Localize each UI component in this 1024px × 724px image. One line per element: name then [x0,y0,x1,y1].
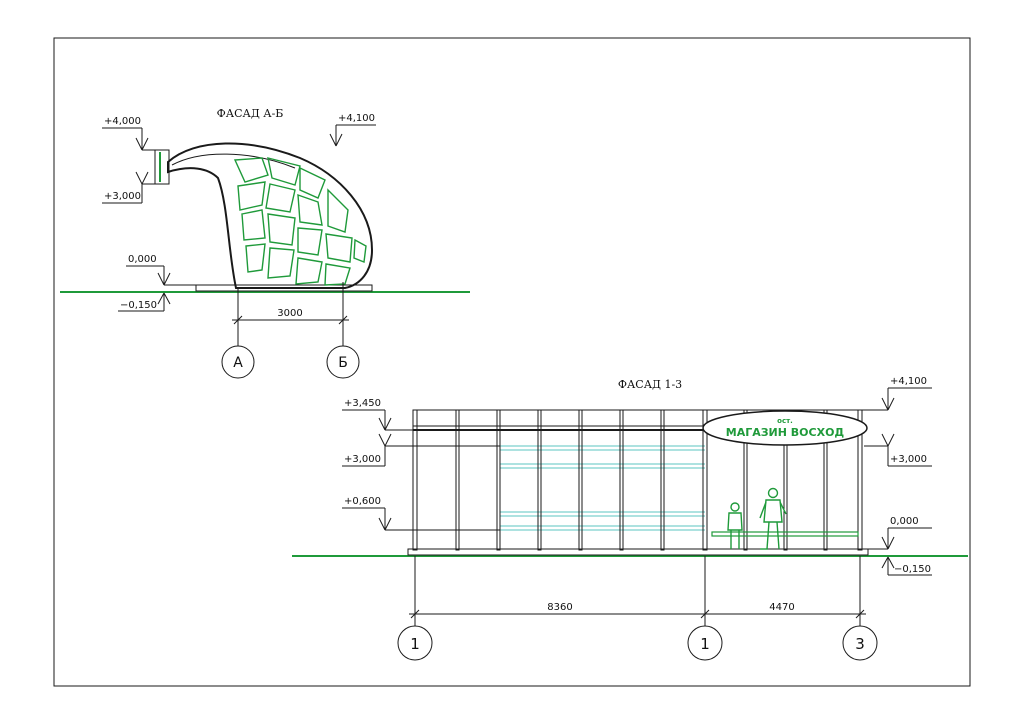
bench [711,531,859,537]
level-mark-3000-left: +3,000 [342,433,413,467]
axis-bubble-3 [842,625,878,661]
level-mark-3000: +3,000 [102,171,155,204]
axis-label-1: 1 [410,635,420,653]
facade-ab-foundation [195,284,373,292]
level-3000-left-label: +3,000 [344,454,381,465]
level-4100-label: +4,100 [338,113,375,124]
axis-bubble-1 [397,625,433,661]
sheet-frame [53,37,971,687]
level-mark-0000: 0,000 [126,254,196,286]
facade-ab-title: ФАСАД А-Б [217,107,284,120]
facade-13-title: ФАСАД 1-3 [618,378,682,391]
person-sitting [727,502,743,549]
level-mark-4100: +4,100 [329,113,376,147]
dim-tick-3 [855,609,865,619]
dim-tick-a [233,315,243,325]
level-4000-label: +4,000 [104,116,141,127]
level-minus-0150-right-label: −0,150 [894,564,931,575]
dim-8360-label: 8360 [547,602,572,613]
level-mark-minus-0150: −0,150 [118,292,171,312]
dim-tick-1 [410,609,420,619]
level-3450-label: +3,450 [344,398,381,409]
dim-tick-1b [700,609,710,619]
level-mark-0000-right: 0,000 [868,516,932,550]
level-4100-right-label: +4,100 [890,376,927,387]
level-minus-0150-label: −0,150 [120,300,157,311]
level-3000-right-label: +3,000 [890,454,927,465]
dim-tick-b [338,315,348,325]
axis-label-a: А [233,355,243,371]
level-mark-0600: +0,600 [342,496,413,531]
axis-bubble-1b [687,625,723,661]
canopy-shell-inner [171,153,296,169]
facade-ab: ФАСАД А-Б [60,107,470,379]
level-mark-minus-0150-right: −0,150 [881,556,932,576]
level-0000-right-label: 0,000 [890,516,919,527]
canopy-shell-outer [167,142,374,289]
level-mark-4100-right: +4,100 [864,376,932,411]
axis-bubble-b [326,345,360,379]
level-3000-label: +3,000 [104,191,141,202]
axis-bubble-a [221,345,255,379]
level-0000-label: 0,000 [128,254,157,265]
sign-main-text: МАГАЗИН ВОСХОД [726,426,845,439]
level-mark-3000-right: +3,000 [864,433,932,467]
canopy-mosaic [233,157,367,286]
axis-label-3: 3 [855,635,865,653]
glazing-grid [500,445,705,531]
sign-ellipse [702,410,868,446]
canopy-cap [154,149,170,185]
level-mark-3450: +3,450 [342,398,413,431]
level-mark-4000: +4,000 [102,116,155,151]
facade-13: ФАСАД 1-3 [292,376,968,661]
facade-13-columns [412,409,863,551]
sign-small-text: ост. [777,417,793,425]
person-standing [759,487,787,550]
axis-label-1b: 1 [700,635,710,653]
bus-stop-sign: ост. МАГАЗИН ВОСХОД [702,410,868,446]
dim-4470-label: 4470 [769,602,794,613]
axis-label-b: Б [338,355,348,371]
dim-3000-label: 3000 [277,308,302,319]
level-0600-label: +0,600 [344,496,381,507]
facade-13-foundation [407,548,869,556]
